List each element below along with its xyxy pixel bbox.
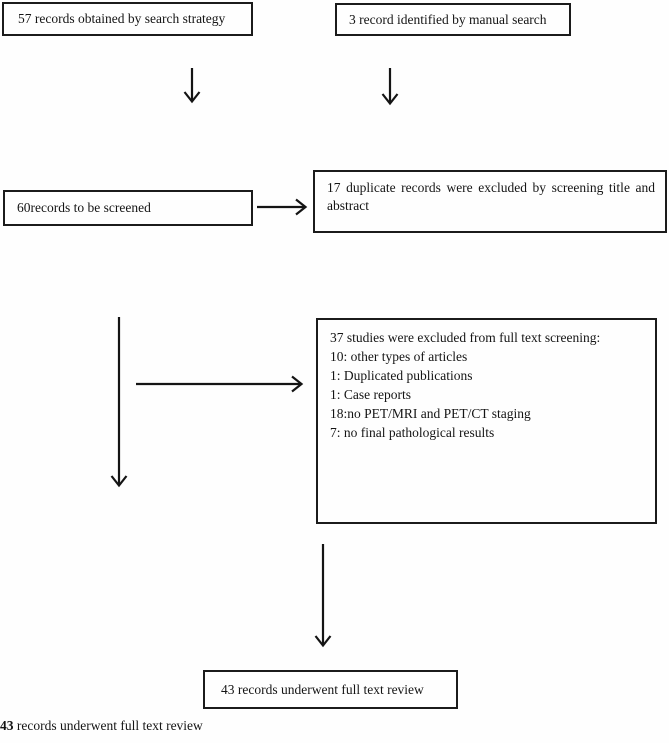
box-full-text-exclusions: 37 studies were excluded from full text … (316, 318, 657, 524)
box-records-to-be-screened: 60records to be screened (3, 190, 253, 226)
full-text-exclusions-heading: 37 studies were excluded from full text … (330, 330, 601, 345)
arrow-manual-search-down (381, 68, 399, 106)
exclusion-reason: 18:no PET/MRI and PET/CT staging (330, 406, 531, 421)
arrow-to-full-text-review (314, 544, 332, 648)
box-duplicates-excluded-label: 17 duplicate records were excluded by sc… (327, 180, 655, 213)
box-records-manual-search-label: 3 record identified by manual search (349, 11, 547, 27)
box-records-to-be-screened-label: 60records to be screened (17, 200, 151, 215)
box-duplicates-excluded: 17 duplicate records were excluded by sc… (313, 170, 667, 233)
arrow-screened-to-duplicates (257, 198, 308, 216)
box-full-text-review-label: 43 records underwent full text review (221, 681, 424, 697)
exclusion-reason: 1: Case reports (330, 387, 411, 402)
box-records-search-strategy: 57 records obtained by search strategy (2, 2, 253, 36)
box-records-manual-search: 3 record identified by manual search (335, 3, 571, 36)
figure-caption-text: records underwent full text review (13, 718, 203, 733)
box-records-search-strategy-label: 57 records obtained by search strategy (18, 11, 226, 26)
arrow-to-exclusions (136, 375, 304, 393)
box-full-text-review: 43 records underwent full text review (203, 670, 458, 709)
figure-caption: 43 records underwent full text review (0, 718, 203, 734)
exclusion-reason: 10: other types of articles (330, 349, 468, 364)
figure-caption-number: 43 (0, 718, 14, 733)
exclusion-reason: 7: no final pathological results (330, 425, 495, 440)
exclusion-reason: 1: Duplicated publications (330, 368, 473, 383)
arrow-search-strategy-down (183, 68, 201, 104)
arrow-screening-down (110, 317, 128, 488)
